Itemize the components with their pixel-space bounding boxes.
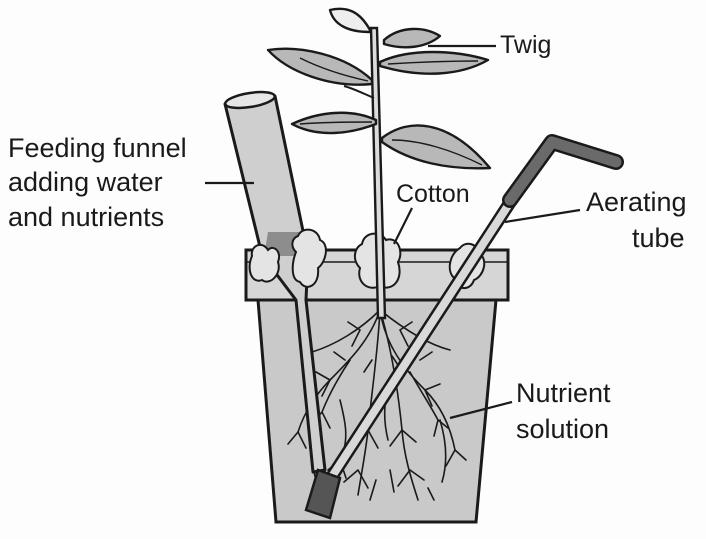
nutrient-label-line2: solution xyxy=(516,414,609,445)
nutrient-label-line1: Nutrient xyxy=(516,378,611,409)
twig-label: Twig xyxy=(500,31,551,59)
cotton-leader xyxy=(394,208,412,244)
aerating-label-line1: Aerating xyxy=(586,187,687,218)
funnel-label-line3: and nutrients xyxy=(8,202,164,233)
cotton-label: Cotton xyxy=(396,180,470,208)
funnel-label-line2: adding water xyxy=(8,167,163,198)
aerating-leader xyxy=(505,210,580,222)
aerating-label-line2: tube xyxy=(632,223,685,254)
funnel-label-line1: Feeding funnel xyxy=(8,133,187,164)
